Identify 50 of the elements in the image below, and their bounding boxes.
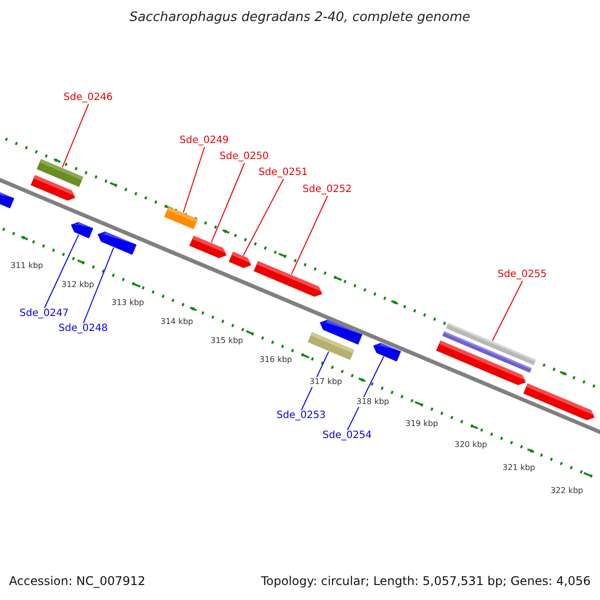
gene-feature bbox=[436, 340, 526, 386]
leader-line bbox=[44, 234, 80, 308]
leader-line bbox=[492, 280, 523, 342]
gene-label: Sde_0249 bbox=[180, 136, 229, 146]
leader-line bbox=[182, 146, 205, 213]
gene-label: Sde_0253 bbox=[276, 411, 326, 421]
scale-label: 316 kbp bbox=[258, 355, 294, 365]
gene-feature bbox=[254, 260, 323, 297]
gene-label: Sde_0251 bbox=[258, 168, 308, 178]
gene-feature bbox=[189, 236, 228, 258]
accession-text: Accession: NC_007912 bbox=[9, 575, 146, 587]
leader-line bbox=[62, 104, 89, 168]
leader-line bbox=[347, 356, 384, 430]
leader-line bbox=[210, 162, 245, 243]
leader-line bbox=[242, 178, 284, 256]
gene-feature bbox=[320, 320, 362, 345]
gene-feature bbox=[30, 175, 76, 201]
gene-label: Sde_0247 bbox=[20, 309, 69, 319]
scale-label: 315 kbp bbox=[210, 336, 244, 346]
gene-feature bbox=[0, 192, 14, 208]
gene-bar bbox=[164, 206, 198, 230]
gene-feature bbox=[523, 383, 596, 420]
scale-label: 318 kbp bbox=[356, 397, 390, 407]
leader-line bbox=[290, 196, 328, 275]
gene-label: Sde_0250 bbox=[220, 152, 269, 162]
gene-label: Sde_0252 bbox=[302, 185, 352, 195]
genome-info-text: Topology: circular; Length: 5,057,531 bp; Genes: 4,056 bbox=[261, 575, 591, 587]
scale-label: 311 kbp bbox=[10, 261, 44, 271]
gene-feature bbox=[228, 252, 252, 268]
gene-bar bbox=[446, 322, 536, 366]
gene-bar bbox=[36, 159, 84, 187]
scale-label: 319 kbp bbox=[404, 419, 440, 429]
scale-label: 322 kbp bbox=[550, 486, 584, 496]
gene-label: Sde_0246 bbox=[64, 93, 113, 103]
gene-label: Sde_0254 bbox=[322, 431, 372, 441]
gene-feature bbox=[373, 342, 402, 362]
title: Saccharophagus degradans 2-40, complete genome bbox=[130, 11, 470, 24]
scale-label: 320 kbp bbox=[454, 440, 488, 450]
gene-label: Sde_0248 bbox=[58, 324, 108, 334]
gene-feature bbox=[98, 232, 137, 255]
gene-feature bbox=[70, 222, 94, 238]
scale-label: 317 kbp bbox=[308, 377, 344, 387]
gene-label: Sde_0255 bbox=[498, 270, 547, 280]
gene-bar bbox=[308, 332, 354, 360]
gene-bar bbox=[442, 331, 532, 373]
scale-label: 314 kbp bbox=[160, 317, 194, 327]
scale-label: 321 kbp bbox=[502, 463, 536, 473]
leader-line bbox=[83, 247, 114, 324]
scale-label: 313 kbp bbox=[110, 298, 146, 308]
scale-label: 312 kbp bbox=[60, 280, 96, 290]
